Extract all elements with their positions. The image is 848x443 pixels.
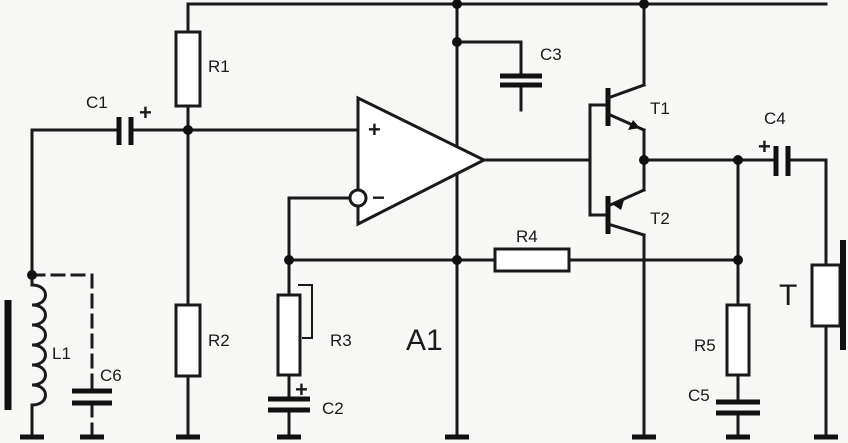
component-labels: R1 R2 R3 R4 R5 C1 C2 C3 C4 C5 C6 L1 T1 T… (52, 45, 797, 418)
junctions (27, 0, 743, 280)
label-c5: C5 (688, 386, 710, 405)
label-c4: C4 (764, 109, 786, 128)
polarity-marks: + + − + + (139, 100, 771, 402)
junction-r4-r5 (733, 255, 743, 265)
label-a1: A1 (406, 324, 443, 357)
transistor-t1 (588, 83, 646, 132)
c2-plus-mark: + (295, 377, 308, 402)
label-r5: R5 (694, 336, 716, 355)
label-r4: R4 (516, 227, 538, 246)
label-c1: C1 (86, 93, 108, 112)
opamp-minus-mark: − (372, 185, 385, 210)
t2-emitter-arrow (612, 200, 624, 210)
earphone-body (810, 263, 842, 328)
label-c3: C3 (540, 45, 562, 64)
earphone-t (810, 240, 846, 350)
junction-a1-r4 (452, 255, 462, 265)
junction-emitters (639, 155, 649, 165)
junction-r1-c1 (183, 125, 193, 135)
junction-top-t1 (639, 0, 649, 9)
resistor-r4 (493, 247, 571, 273)
label-c2: C2 (322, 399, 344, 418)
resistor-r1 (174, 30, 202, 108)
resistor-r5 (725, 303, 751, 377)
c1-plus-mark: + (139, 100, 152, 125)
t2-collector-lead (606, 222, 646, 237)
junction-r3-r4 (284, 255, 294, 265)
junction-output-r5 (733, 155, 743, 165)
wires (30, 2, 828, 439)
opamp-triangle (356, 95, 488, 227)
t1-emitter-arrow (628, 120, 640, 130)
junction-l1-c6 (27, 270, 37, 280)
opamp-a1 (348, 95, 488, 227)
r3-wiper-wire (298, 284, 313, 339)
label-t1: T1 (650, 99, 670, 118)
resistors (174, 30, 751, 378)
label-c6: C6 (100, 366, 122, 385)
inverting-bubble (348, 188, 368, 208)
c4-plus-mark: + (758, 134, 771, 159)
label-r2: R2 (208, 331, 230, 350)
label-t2: T2 (650, 209, 670, 228)
inductor-l1 (4, 273, 47, 414)
resistor-r3 (276, 293, 302, 377)
label-r3: R3 (330, 331, 352, 350)
inductor-coil (30, 273, 47, 414)
resistor-r2 (174, 303, 202, 378)
t1-collector-lead (606, 83, 646, 100)
t2-emitter-lead (606, 188, 646, 208)
label-r1: R1 (208, 57, 230, 76)
opamp-plus-mark: + (368, 117, 381, 142)
junction-c3 (452, 37, 462, 47)
label-t: T (779, 279, 797, 312)
junction-top-a1 (452, 0, 462, 9)
capacitors (72, 73, 791, 416)
label-l1: L1 (52, 344, 71, 363)
transistor-t2 (588, 188, 646, 237)
